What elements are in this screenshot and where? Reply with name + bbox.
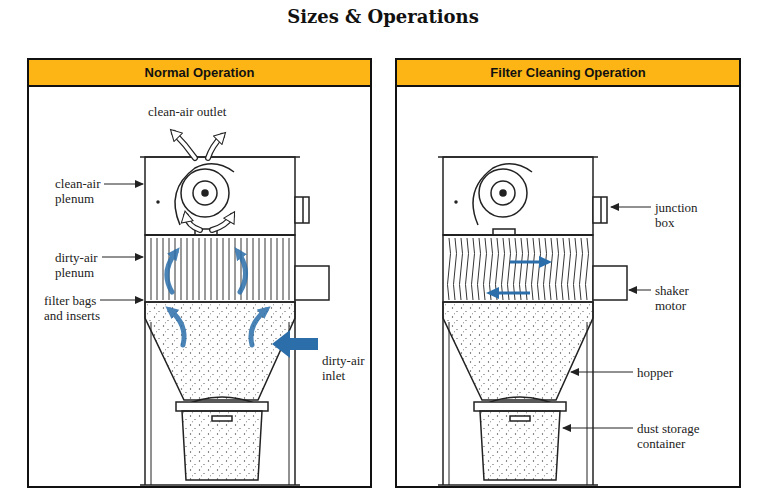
clean-arrow-outline [208,136,222,158]
airflow-arrow [167,252,176,292]
leader-line [563,428,633,429]
floor-line [140,484,300,486]
clean-air-arrows [174,133,232,230]
leader-line [100,300,143,301]
clean-arrow-outline [186,216,200,230]
part-label: dirty-air inlet [322,353,370,383]
dust-storage-container [182,411,262,480]
airflow-arrows [167,252,266,345]
part-label: clean-air outlet [148,104,226,119]
collector-cabinet [140,157,329,485]
leader-line [102,257,143,258]
part-label: hopper [637,365,673,380]
hopper [145,302,295,400]
shake-arrows [492,262,546,293]
panel-header-band: Filter Cleaning Operation [397,60,739,87]
junction-box [295,197,309,223]
shake-arrow [492,292,530,295]
filter-bags-shaking [446,238,590,300]
clean-arrow [186,216,200,230]
filter-bags-straight [148,238,292,300]
shaker-motor [295,266,329,300]
panel-heading: Filter Cleaning Operation [490,65,645,81]
leader-line [104,184,143,185]
dirty-air-inlet-arrow [272,330,318,358]
fan-axle [202,190,208,196]
bucket-clamp [212,416,232,421]
dirty-air-plenum-housing [145,235,295,302]
collector-cabinet-copy [438,157,627,485]
roof-line [140,156,300,158]
part-label: filter bags and inserts [44,293,108,323]
stand-leg [294,302,296,485]
airflow-arrow [170,310,184,345]
airflow-arrow [238,252,246,292]
airflow-arrow [251,310,266,345]
stand-leg [144,302,146,485]
rivet [157,201,159,203]
clean-arrow [174,133,195,158]
clean-arrow-outline [174,133,195,158]
stand-leg-inner [151,322,152,485]
page-title: Sizes & Operations [0,5,766,29]
fan-ring [181,169,229,217]
leader-lines [100,184,651,428]
part-label: dust storage container [637,421,723,451]
panel-header-band: Normal Operation [29,60,370,87]
clean-arrow-outline [212,216,232,230]
part-label: junction box [655,200,715,230]
leader-line [571,372,633,373]
part-label: dirty-air plenum [55,250,107,280]
clean-arrow [208,136,222,158]
part-label: clean-air plenum [55,176,107,206]
fan-hub [193,181,217,205]
shake-arrow [510,261,546,264]
panel-heading: Normal Operation [145,65,255,81]
clean-air-plenum-housing [145,157,295,235]
junction-box-edge [302,197,304,223]
part-label: shaker motor [655,283,715,313]
clean-arrow [212,216,232,230]
leader-line [629,290,651,291]
bucket-rim [176,402,268,411]
leader-line [611,207,651,208]
